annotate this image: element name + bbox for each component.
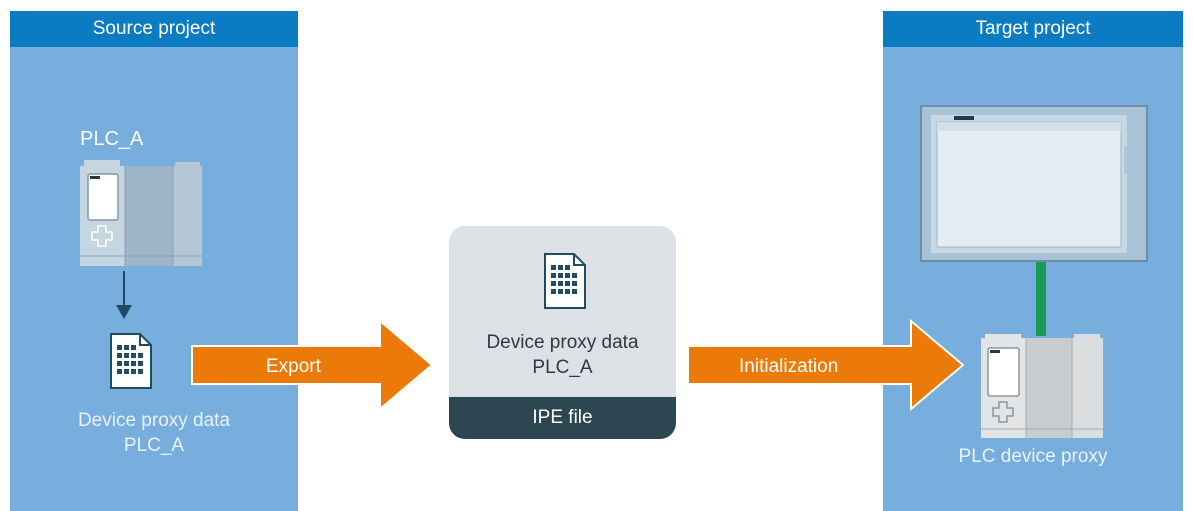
down-arrow-icon — [116, 271, 132, 319]
source-proxy-line1: Device proxy data — [77, 410, 231, 431]
export-label: Export — [266, 356, 321, 377]
ipe-file-box: Device proxy data PLC_A IPE file — [449, 226, 676, 439]
source-project-panel: Source project — [10, 11, 298, 511]
source-project-header: Source project — [10, 11, 298, 47]
plc-device-proxy-label: PLC device proxy — [958, 446, 1108, 467]
plc-a-label: PLC_A — [80, 128, 144, 150]
plc-a-device-icon — [80, 160, 202, 266]
ipe-line1: Device proxy data — [486, 332, 639, 353]
connection-line — [1036, 258, 1046, 336]
plc-device-proxy-icon — [981, 334, 1103, 438]
source-proxy-line2: PLC_A — [123, 435, 185, 456]
proxy-document-icon — [110, 333, 152, 389]
ipe-file-footer: IPE file — [449, 397, 676, 439]
source-proxy-caption: Device proxy data PLC_A — [10, 408, 298, 458]
hmi-panel-icon — [920, 105, 1148, 262]
ipe-caption: Device proxy data PLC_A — [449, 330, 676, 380]
initialization-arrow — [687, 318, 965, 412]
ipe-line2: PLC_A — [532, 357, 593, 378]
initialization-label: Initialization — [739, 356, 839, 377]
export-arrow — [191, 318, 434, 412]
target-project-header: Target project — [883, 11, 1183, 47]
ipe-document-icon — [544, 253, 586, 309]
